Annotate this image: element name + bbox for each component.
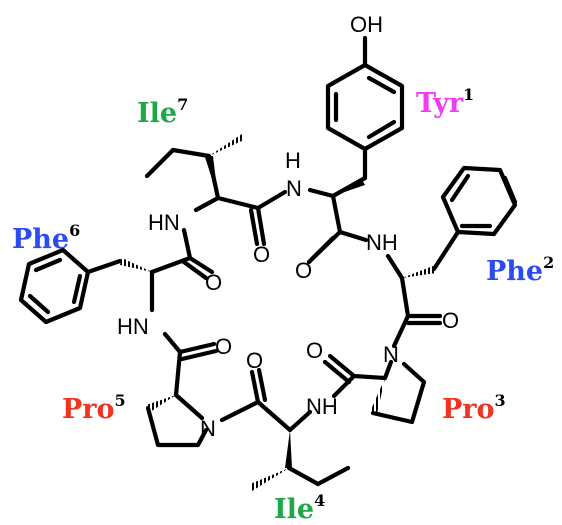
backbone-phe2 [385, 165, 518, 326]
ile4-carbonyl-o-label: O [246, 348, 263, 373]
phe6-name: Phe [12, 224, 69, 255]
ile7-hn-label: HN [148, 210, 180, 235]
ile4-index: 4 [314, 491, 325, 510]
tyrosine-ring [325, 35, 405, 199]
backbone-ile4 [249, 367, 351, 491]
tyr-nh-n-label: N [286, 176, 302, 201]
residue-labels: Tyr1 Phe2 Pro3 Ile4 Pro5 Phe6 Ile7 [12, 85, 554, 525]
phe2-carbonyl-o-label: O [442, 308, 459, 333]
backbone-pro3 [322, 313, 427, 425]
phe2-name: Phe [486, 256, 543, 287]
tyr-carbonyl-o-label: O [295, 258, 312, 283]
tyr-nh-h-label: H [285, 148, 301, 173]
ile4-name: Ile [274, 494, 314, 525]
phe6-carbonyl-o-label: O [205, 270, 222, 295]
backbone-pro5 [145, 341, 261, 448]
backbone-ile7 [144, 134, 288, 247]
residue-label-ile4: Ile4 [274, 491, 325, 525]
hydroxyl-label: OH [350, 12, 383, 37]
residue-label-phe2: Phe2 [486, 253, 554, 287]
residue-label-tyr1: Tyr1 [416, 85, 474, 119]
ile7-carbonyl-o-label: O [253, 242, 270, 267]
phe2-index: 2 [543, 253, 554, 272]
pro3-carbonyl-o-label: O [306, 338, 323, 363]
phe6-hn-label: HN [117, 314, 149, 339]
pro3-name: Pro [442, 394, 495, 425]
phe6-index: 6 [69, 221, 80, 240]
backbone-phe6 [18, 227, 215, 355]
phe2-nh-label: NH [366, 230, 398, 255]
pro5-index: 5 [115, 391, 126, 410]
pro5-name: Pro [62, 394, 115, 425]
pro3-index: 3 [495, 391, 506, 410]
ile4-nh-label: NH [306, 394, 338, 419]
backbone-tyr [306, 178, 369, 265]
ile7-index: 7 [177, 95, 188, 114]
pro5-carbonyl-o-label: O [215, 334, 232, 359]
residue-label-pro3: Pro3 [442, 391, 506, 425]
tyr1-index: 1 [463, 85, 474, 104]
atom-labels: OH H N NH O O HN O HN O O N O O NH N [117, 12, 459, 441]
pro5-n-label: N [200, 416, 216, 441]
residue-label-ile7: Ile7 [137, 95, 188, 129]
tyr-wedge [333, 178, 365, 196]
ile7-name: Ile [137, 98, 177, 129]
residue-label-pro5: Pro5 [62, 391, 126, 425]
tyr1-name: Tyr [416, 88, 464, 119]
pro3-n-label: N [383, 342, 399, 367]
residue-label-phe6: Phe6 [12, 221, 80, 255]
